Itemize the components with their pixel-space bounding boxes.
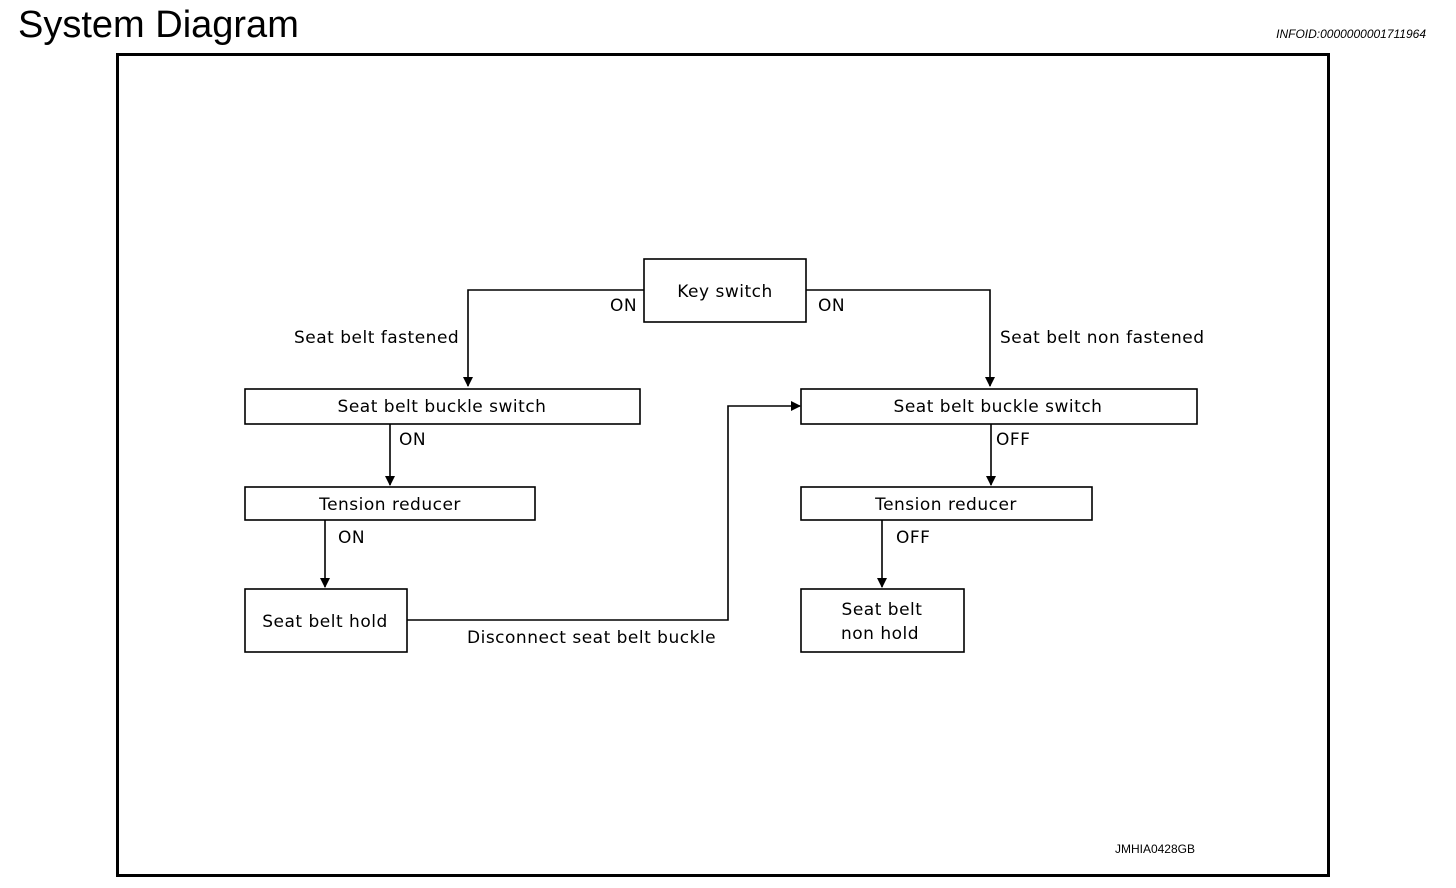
left-condition-label: Seat belt fastened [294,328,459,348]
right-buckle-switch-label: Seat belt buckle switch [894,397,1103,417]
seat-belt-hold-box [244,588,408,653]
right-tension-state-label: OFF [896,528,930,548]
left-tension-reducer-label: Tension reducer [318,495,461,515]
left-buckle-switch-box [244,388,641,425]
seat-belt-non-hold-label-line2: non hold [841,624,919,644]
diagram-frame: JMHIA0428GB [116,53,1330,877]
left-buckle-state-label: ON [399,430,426,450]
key-left-state-label: ON [610,296,637,316]
page-title: System Diagram [18,4,299,46]
key-switch-label: Key switch [677,282,773,302]
disconnect-label: Disconnect seat belt buckle [467,628,716,648]
figure-id: JMHIA0428GB [1114,842,1195,856]
key-right-state-label: ON [818,296,845,316]
key-to-left-buckle-arrow [463,289,644,387]
seat-belt-non-hold-box [800,588,965,653]
key-switch-box [643,258,807,323]
right-tension-reducer-box [800,486,1093,521]
info-id: INFOID:0000000001711964 [1276,27,1426,41]
right-condition-label: Seat belt non fastened [1000,328,1205,348]
right-buckle-switch-box [800,388,1198,425]
right-tension-reducer-label: Tension reducer [874,495,1017,515]
left-buckle-switch-label: Seat belt buckle switch [338,397,547,417]
disconnect-arrow [407,401,801,621]
right-buckle-state-label: OFF [996,430,1030,450]
seat-belt-non-hold-label-line1: Seat belt [842,600,923,620]
left-tension-state-label: ON [338,528,365,548]
left-tension-reducer-box [244,486,536,521]
seat-belt-hold-label: Seat belt hold [262,612,387,632]
key-to-right-buckle-arrow [806,289,995,387]
